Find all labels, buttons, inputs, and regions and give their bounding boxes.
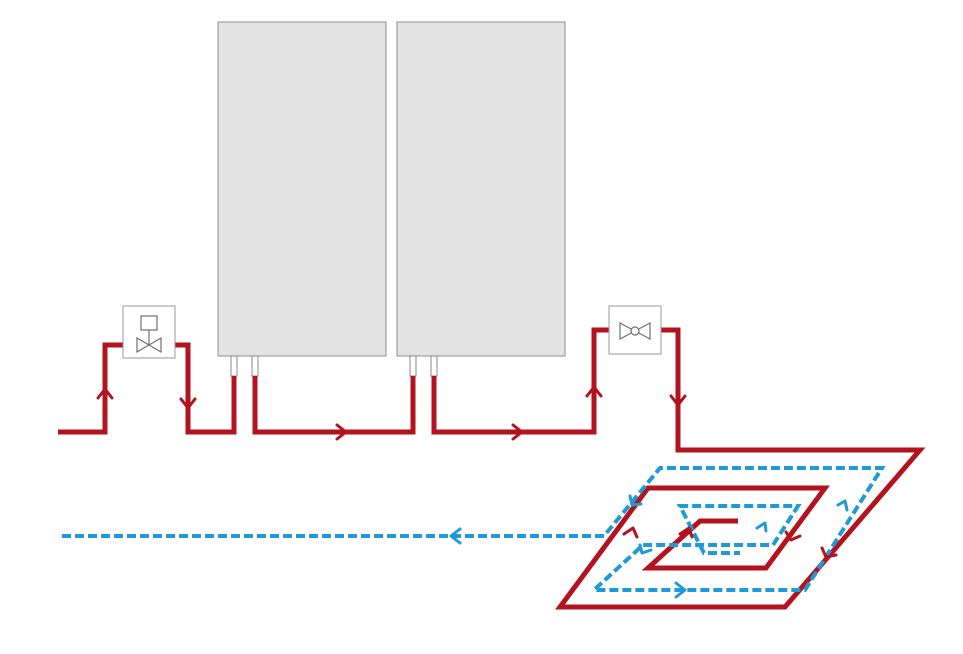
radiator-right (396, 21, 566, 357)
return-flow-arrows (449, 494, 849, 599)
supply-flow-arrows (96, 385, 838, 559)
return-pipe (62, 466, 886, 592)
radiator-left (217, 21, 387, 357)
supply-pipe (58, 327, 926, 610)
radiator-right-ports (409, 355, 438, 377)
mixing-valve (608, 305, 662, 355)
thermostatic-valve (122, 305, 176, 359)
radiator-left-ports (230, 355, 259, 377)
